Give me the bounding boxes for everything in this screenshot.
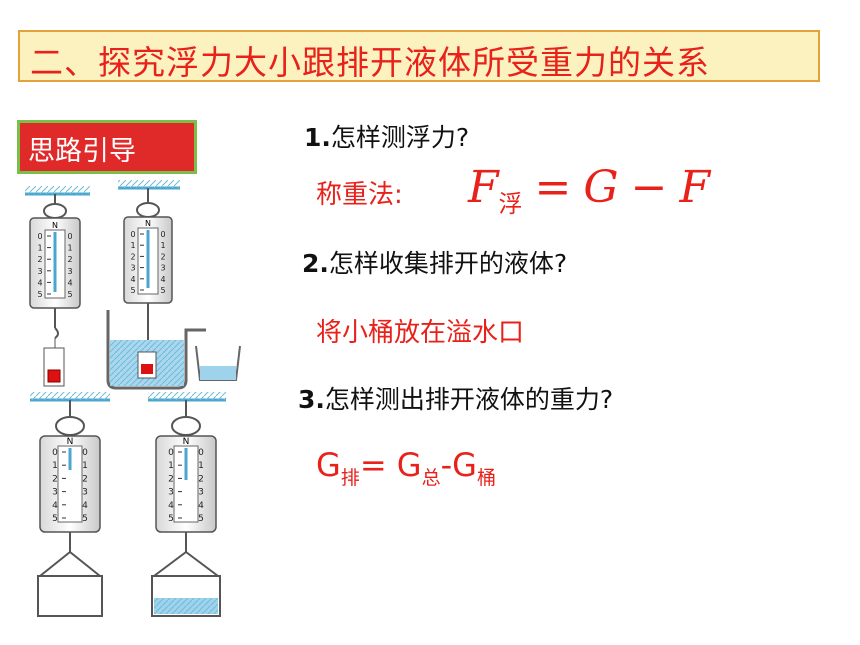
scale-tick-label: 0 (82, 448, 88, 458)
scale-tick-label: 1 (82, 461, 88, 471)
g-excluded-subscript: 排 (340, 467, 360, 489)
scale-tick-label: 2 (160, 252, 165, 261)
weight-equals: = (359, 446, 387, 484)
scale-tick-label: 3 (52, 488, 58, 498)
scale-tick-label: 2 (130, 252, 135, 261)
question-2-text: 怎样收集排开的液体? (328, 249, 568, 278)
weight-minus: - (440, 446, 453, 484)
buoyancy-formula: F浮=G−F (468, 162, 710, 218)
question-1: 1.怎样测浮力? (304, 118, 469, 154)
scale-tick-label: 0 (67, 232, 72, 241)
small-bucket (195, 345, 241, 381)
guide-label: 思路引导 (28, 136, 136, 167)
g-total-subscript: 总 (421, 467, 441, 489)
weight-formula: G排= G总-G桶 (316, 446, 496, 489)
question-1-text: 怎样测浮力? (330, 123, 470, 152)
scale-tick-label: 3 (130, 264, 135, 273)
scale-tick-label: 5 (82, 514, 88, 524)
scale-unit-label: N (67, 437, 74, 447)
scale-tick-label: 0 (160, 230, 165, 239)
g-bucket-subscript: 桶 (476, 467, 496, 489)
scale-tick-label: 1 (67, 244, 72, 253)
question-3-text: 怎样测出排开液体的重力? (324, 385, 614, 414)
spring-scale-1 (25, 186, 90, 387)
formula-minus: − (630, 162, 668, 213)
scale-tick-label: 2 (37, 255, 42, 264)
scale-tick-label: 4 (198, 501, 204, 511)
scale-tick-label: 4 (168, 501, 174, 511)
scale-tick-label: 5 (67, 290, 72, 299)
question-3: 3.怎样测出排开液体的重力? (298, 380, 613, 416)
scale-tick-label: 2 (82, 474, 88, 484)
formula-f2: F (679, 162, 710, 213)
scale-tick-label: 4 (37, 278, 42, 287)
scale-tick-label: 5 (37, 290, 42, 299)
formula-f-subscript: 浮 (498, 190, 523, 218)
overflow-beaker (106, 310, 206, 390)
scale-tick-label: 1 (198, 461, 204, 471)
scale-tick-label: 0 (52, 448, 58, 458)
spring-scale-3 (30, 392, 110, 617)
g-bucket: G (452, 446, 477, 484)
scale-unit-label: N (145, 219, 151, 228)
scale-tick-label: 3 (160, 264, 165, 273)
scale-unit-label: N (183, 437, 190, 447)
scale-tick-label: 0 (37, 232, 42, 241)
answer-1-label: 称重法: (316, 180, 403, 210)
title-banner: 二、探究浮力大小跟排开液体所受重力的关系 (18, 30, 820, 82)
scale-tick-label: 4 (82, 501, 88, 511)
scale-tick-label: 4 (52, 501, 58, 511)
scale-tick-label: 0 (198, 448, 204, 458)
scale-tick-label: 3 (168, 488, 174, 498)
page-title: 二、探究浮力大小跟排开液体所受重力的关系 (30, 43, 710, 82)
scale-tick-label: 4 (67, 278, 72, 287)
answer-2: 将小桶放在溢水口 (316, 318, 525, 348)
scale-tick-label: 4 (130, 275, 135, 284)
spring-scale-2 (118, 180, 180, 340)
scale-tick-label: 1 (130, 241, 135, 250)
formula-equals: = (534, 162, 572, 213)
scale-unit-label: N (52, 221, 58, 230)
scale-tick-label: 5 (130, 286, 135, 295)
g-excluded: G (316, 446, 341, 484)
scale-tick-label: 5 (52, 514, 58, 524)
scale-tick-label: 3 (198, 488, 204, 498)
question-2: 2.怎样收集排开的液体? (302, 244, 567, 280)
scale-tick-label: 3 (37, 267, 42, 276)
scale-tick-label: 2 (168, 474, 174, 484)
scale-tick-label: 2 (198, 474, 204, 484)
formula-g: G (583, 162, 619, 213)
scale-tick-label: 2 (52, 474, 58, 484)
question-3-number: 3. (298, 385, 325, 414)
scale-tick-label: 3 (82, 488, 88, 498)
guide-badge: 思路引导 (17, 120, 197, 174)
scale-tick-label: 1 (168, 461, 174, 471)
scale-tick-label: 5 (198, 514, 204, 524)
question-2-number: 2. (302, 249, 329, 278)
scale-tick-label: 5 (160, 286, 165, 295)
question-1-number: 1. (304, 123, 331, 152)
scale-tick-label: 0 (168, 448, 174, 458)
scale-tick-label: 3 (67, 267, 72, 276)
spring-scale-4 (148, 392, 226, 617)
scale-tick-label: 4 (160, 275, 165, 284)
scale-tick-label: 1 (160, 241, 165, 250)
g-total: G (396, 446, 422, 484)
scale-tick-label: 1 (52, 461, 58, 471)
scale-tick-label: 5 (168, 514, 174, 524)
scale-tick-label: 2 (67, 255, 72, 264)
scale-tick-label: 0 (130, 230, 135, 239)
formula-f: F (468, 162, 499, 213)
scale-tick-label: 1 (37, 244, 42, 253)
